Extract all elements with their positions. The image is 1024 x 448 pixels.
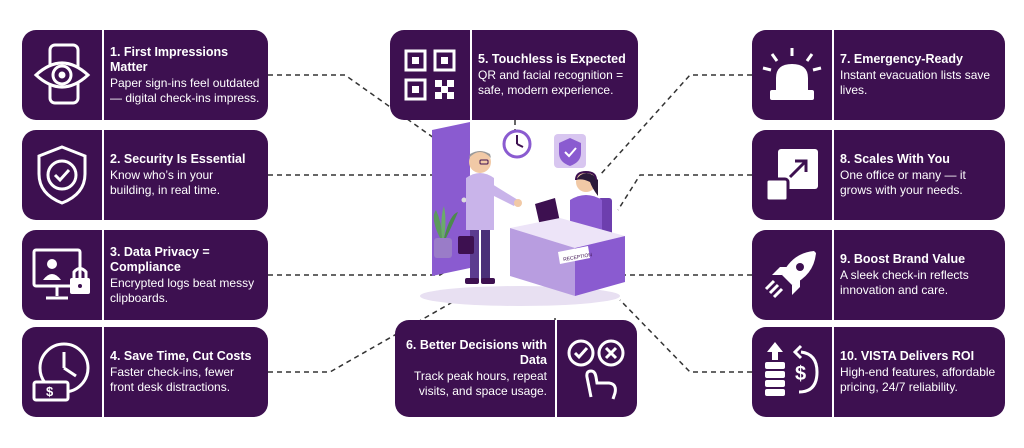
- card-save-time: $ 4. Save Time, Cut Costs Faster check-i…: [22, 327, 268, 417]
- briefcase: [458, 236, 474, 254]
- card-scales-with-you: 8. Scales With You One office or many — …: [752, 130, 1005, 220]
- shield-check-icon: [37, 145, 87, 205]
- card-title: 7. Emergency-Ready: [840, 52, 963, 66]
- card-title: 2. Security Is Essential: [110, 152, 246, 166]
- card-title: 5. Touchless is Expected: [478, 52, 626, 66]
- coins-dollar-icon: $: [765, 342, 819, 396]
- card-body: Paper sign-ins feel outdated — digital c…: [110, 75, 260, 105]
- connector-3: [268, 261, 461, 276]
- qr-code-icon: [404, 49, 456, 101]
- card-body: A sleek check-in reflects innovation and…: [840, 268, 969, 297]
- card-title: 1. First Impressions Matter: [110, 44, 229, 74]
- shield-sign-icon: [554, 134, 586, 168]
- card-title: 3. Data Privacy = Compliance: [110, 244, 210, 274]
- alarm-light-icon: [762, 48, 822, 100]
- svg-text:$: $: [46, 384, 54, 399]
- card-data-privacy: 3. Data Privacy = Compliance Encrypted l…: [22, 230, 268, 320]
- desk-sign-label: RECEPTION: [563, 252, 593, 263]
- card-touchless: 5. Touchless is Expected QR and facial r…: [390, 30, 638, 120]
- receptionist-figure: [570, 170, 612, 238]
- connector-8: [617, 174, 752, 211]
- card-title: 8. Scales With You: [840, 152, 950, 166]
- visitor-figure: [458, 151, 522, 284]
- reception-illustration: RECEPTION: [420, 122, 625, 306]
- card-vista-roi: $ 10. VISTA Delivers ROI High-end featur…: [752, 327, 1005, 417]
- plant: [433, 206, 458, 258]
- card-emergency-ready: 7. Emergency-Ready Instant evacuation li…: [752, 30, 1005, 120]
- card-body: Faster check-ins, fewer front desk distr…: [110, 365, 235, 394]
- card-body: High-end features, affordable pricing, 2…: [840, 365, 996, 394]
- svg-text:$: $: [795, 363, 806, 385]
- card-body: Instant evacuation lists save lives.: [840, 68, 991, 97]
- connector-1: [268, 74, 466, 161]
- reception-desk: RECEPTION: [510, 218, 625, 296]
- scale-arrow-icon: [764, 149, 818, 203]
- laptop: [535, 198, 560, 226]
- check-cross-hand-icon: [567, 339, 625, 399]
- clock-cash-icon: $: [32, 342, 90, 402]
- card-brand-value: 9. Boost Brand Value A sleek check-in re…: [752, 230, 1005, 320]
- card-title: 9. Boost Brand Value: [840, 252, 966, 266]
- card-body: One office or many — it grows with your …: [840, 168, 966, 197]
- rocket-icon: [764, 251, 816, 299]
- monitor-lock-icon: [32, 248, 90, 300]
- clock-icon: [502, 129, 532, 159]
- card-body: Encrypted logs beat messy clipboards.: [110, 275, 255, 305]
- card-better-decisions: 6. Better Decisions with Data Track peak…: [395, 320, 637, 417]
- card-security: 2. Security Is Essential Know who’s in y…: [22, 130, 268, 220]
- card-title: 6. Better Decisions with Data: [405, 338, 547, 367]
- card-first-impressions: 1. First Impressions Matter Paper sign-i…: [22, 30, 268, 120]
- connector-7: [599, 74, 752, 176]
- card-title: 10. VISTA Delivers ROI: [840, 349, 975, 363]
- connector-10: [619, 299, 752, 373]
- card-title: 4. Save Time, Cut Costs: [110, 349, 252, 363]
- card-body: Know who’s in your building, in real tim…: [110, 168, 221, 197]
- card-body: Track peak hours, repeat visits, and spa…: [414, 369, 547, 398]
- eye-on-phone-icon: [33, 43, 91, 105]
- card-body: QR and facial recognition = safe, modern…: [478, 68, 624, 97]
